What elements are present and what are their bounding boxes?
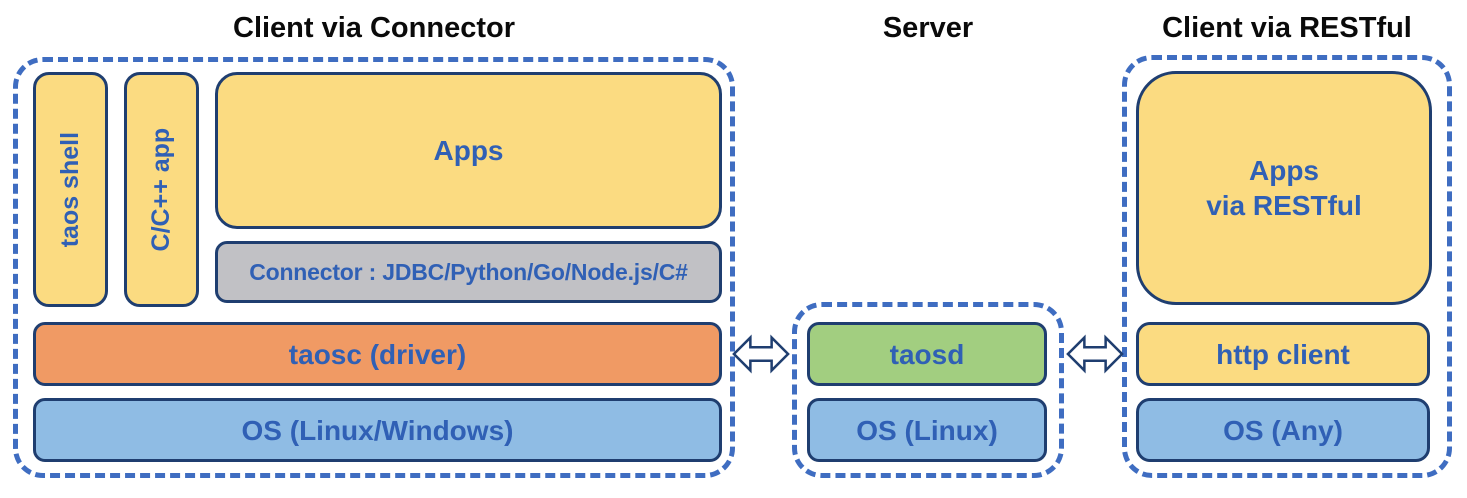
double-arrow-server-restful-icon bbox=[1066, 333, 1124, 375]
box-taos-shell: taos shell bbox=[33, 72, 108, 307]
box-os-linux-windows: OS (Linux/Windows) bbox=[33, 398, 722, 462]
taos-shell-label: taos shell bbox=[55, 131, 84, 248]
box-os-any: OS (Any) bbox=[1136, 398, 1430, 462]
box-apps: Apps bbox=[215, 72, 722, 229]
box-http-client: http client bbox=[1136, 322, 1430, 386]
box-taosc-driver: taosc (driver) bbox=[33, 322, 722, 386]
box-os-linux: OS (Linux) bbox=[807, 398, 1047, 462]
double-arrow-client-server-icon bbox=[732, 333, 790, 375]
title-client-via-restful: Client via RESTful bbox=[1162, 12, 1412, 44]
cpp-app-label: C/C++ app bbox=[146, 127, 175, 252]
title-server: Server bbox=[882, 12, 974, 44]
panel-server bbox=[792, 302, 1064, 478]
panel-client-via-connector bbox=[13, 57, 735, 478]
box-apps-via-restful: Apps via RESTful bbox=[1136, 71, 1432, 305]
panel-client-via-restful bbox=[1122, 55, 1452, 478]
title-client-via-connector: Client via Connector bbox=[233, 12, 515, 44]
box-cpp-app: C/C++ app bbox=[124, 72, 199, 307]
box-connector: Connector : JDBC/Python/Go/Node.js/C# bbox=[215, 241, 722, 303]
box-taosd: taosd bbox=[807, 322, 1047, 386]
